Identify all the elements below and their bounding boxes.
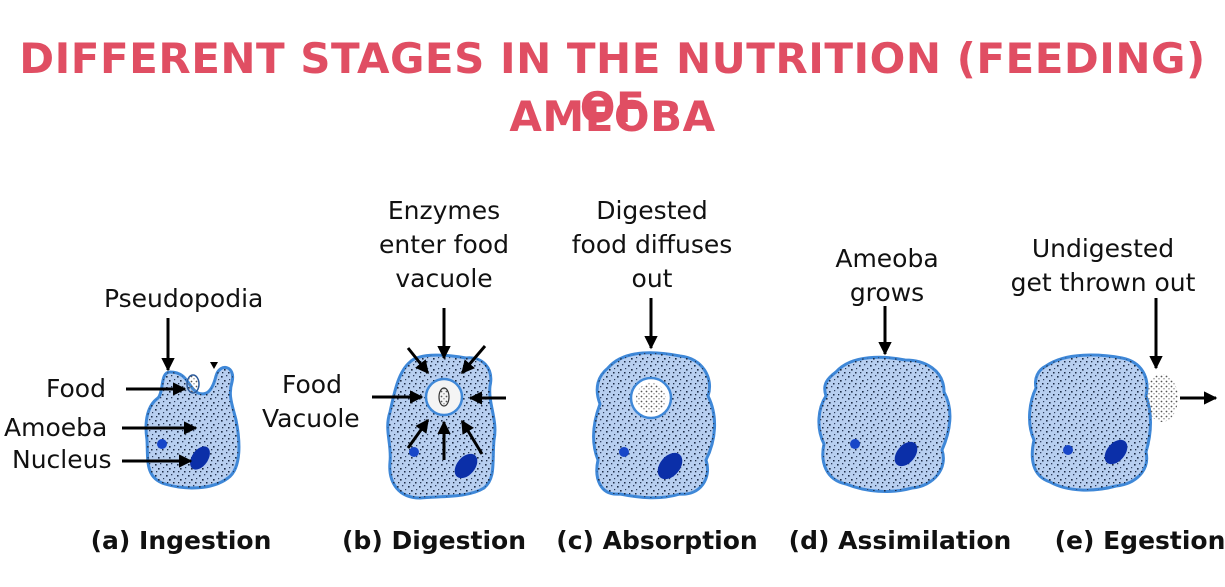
label-enter-food: enter food [379, 230, 509, 259]
caption-ingestion: (a) Ingestion [90, 526, 272, 555]
caption-digestion: (b) Digestion [342, 526, 526, 555]
small-vacuole-icon [157, 439, 167, 449]
assimilation-amoeba-cell [817, 355, 952, 493]
caption-absorption: (c) Absorption [556, 526, 758, 555]
nucleus-icon [894, 441, 918, 467]
undigested-waste-icon [1146, 374, 1178, 422]
label-enzymes: Enzymes [387, 196, 501, 225]
absorption-amoeba-cell [592, 351, 717, 500]
label-undigested: Undigested [1031, 234, 1175, 263]
nucleus-icon [454, 453, 478, 479]
diagram-title-line-2: AMEOBA [509, 92, 716, 141]
label-out: out [631, 264, 673, 293]
label-grows: grows [849, 278, 925, 307]
caption-assimilation: (d) Assimilation [788, 526, 1012, 555]
food-particle-icon [186, 374, 200, 394]
caption-egestion: (e) Egestion [1054, 526, 1225, 555]
diagram-title-line-1: DIFFERENT STAGES IN THE NUTRITION (FEEDI… [19, 34, 1206, 132]
label-ameoba: Ameoba [835, 244, 939, 273]
label-food: Food [46, 374, 106, 403]
nucleus-icon [1104, 439, 1128, 465]
label-get-thrown-out: get thrown out [1010, 268, 1196, 297]
label-nucleus: Nucleus [12, 445, 112, 474]
egestion-amoeba-cell [1028, 353, 1178, 492]
label-pseudopodia: Pseudopodia [104, 284, 264, 313]
nucleus-icon [190, 446, 210, 470]
label-vacuole: vacuole [395, 264, 493, 293]
digestion-arrows [372, 308, 506, 460]
digestion-amoeba-cell [386, 353, 497, 500]
egestion-arrows [1149, 298, 1218, 405]
label-digested: Digested [596, 196, 708, 225]
label-food-vacuole-1: Food [282, 370, 342, 399]
label-food-diffuses: food diffuses [571, 230, 733, 259]
label-food-vacuole-2: Vacuole [262, 404, 360, 433]
nucleus-icon [657, 452, 683, 480]
label-amoeba: Amoeba [4, 413, 108, 442]
ingestion-arrows [122, 318, 198, 468]
